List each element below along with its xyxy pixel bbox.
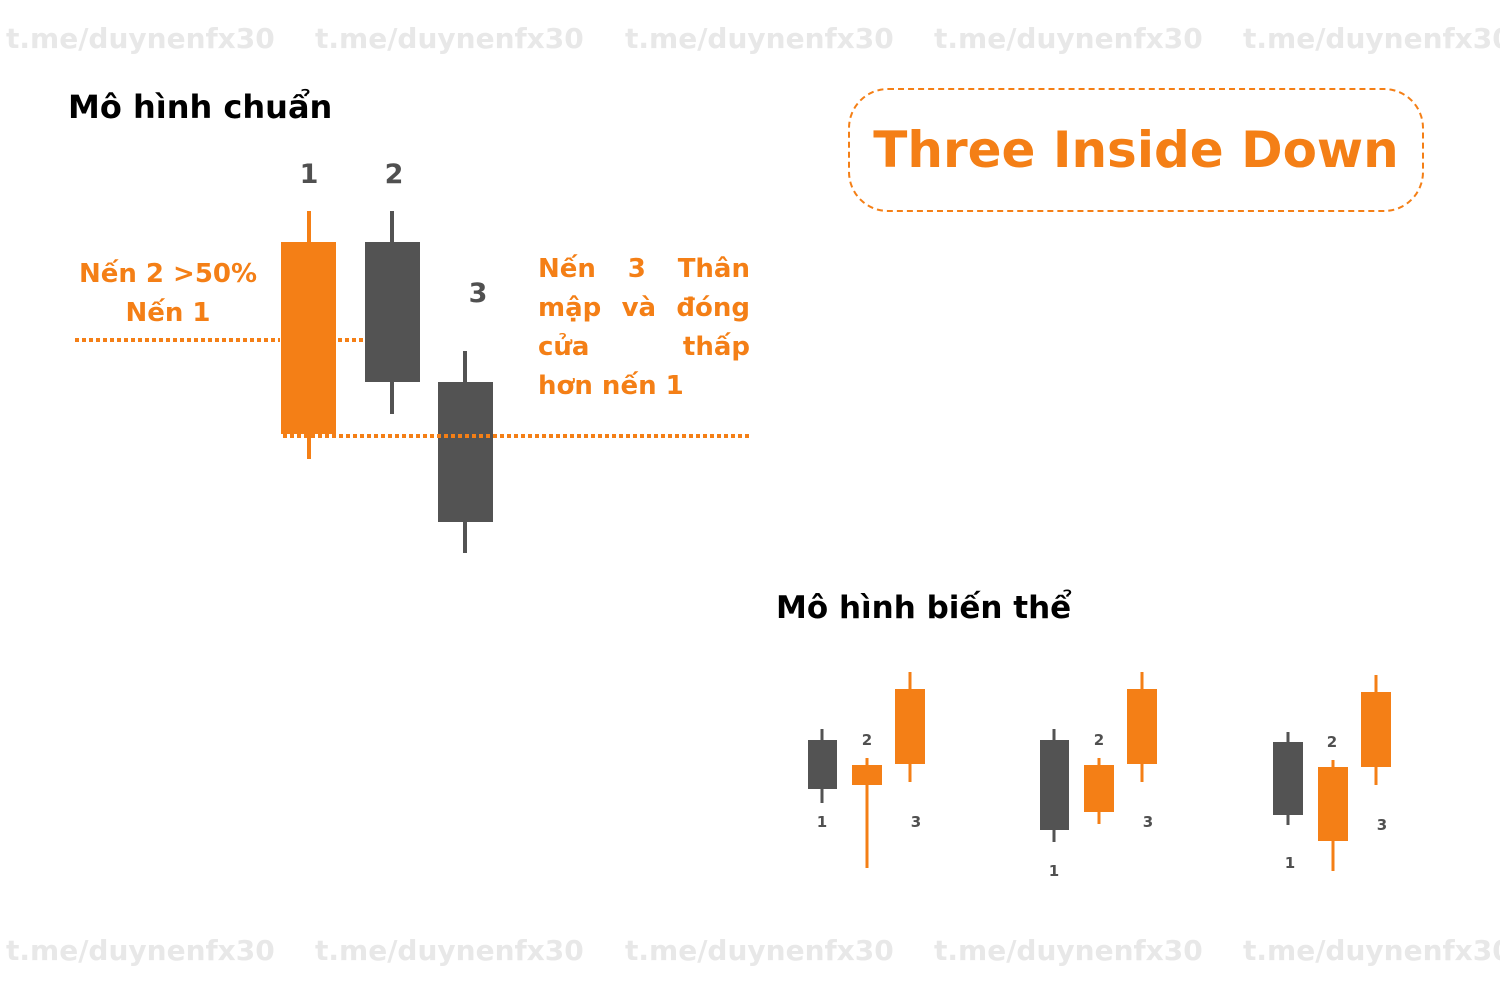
watermark: t.me/duynenfx30 <box>1243 22 1500 55</box>
candle-label: 3 <box>1377 816 1387 834</box>
variants-heading: Mô hình biến thể <box>776 590 1072 626</box>
candle-label: 1 <box>300 159 319 190</box>
candle-label: 1 <box>817 813 827 831</box>
candle-label: 1 <box>1285 854 1295 872</box>
candle-body <box>1084 765 1114 812</box>
candle-label: 1 <box>1049 862 1059 880</box>
standard-heading: Mô hình chuẩn <box>68 88 332 126</box>
candle-body <box>1361 692 1391 767</box>
candle-label: 2 <box>385 159 404 190</box>
watermark: t.me/duynenfx30 <box>934 22 1203 55</box>
note-line: cửa thấp <box>538 332 750 362</box>
candle-1-body <box>281 242 336 434</box>
note-line: hơn nến 1 <box>538 371 684 401</box>
watermark: t.me/duynenfx30 <box>6 934 275 967</box>
variant-3: 1 2 3 <box>1273 675 1391 872</box>
candle-body <box>852 765 882 785</box>
watermark: t.me/duynenfx30 <box>6 22 275 55</box>
watermark: t.me/duynenfx30 <box>934 934 1203 967</box>
variant-2: 1 2 3 <box>1040 672 1157 880</box>
candle-body <box>1273 742 1303 815</box>
right-note: Nến 3 Thân mập và đóng cửa thấp hơn nến … <box>538 250 750 406</box>
candle-body <box>808 740 837 789</box>
watermark: t.me/duynenfx30 <box>1243 934 1500 967</box>
pattern-title-badge: Three Inside Down <box>848 88 1424 212</box>
candle-body <box>1040 740 1069 830</box>
watermark: t.me/duynenfx30 <box>625 934 894 967</box>
variant-1: 1 2 3 <box>808 672 925 868</box>
watermark: t.me/duynenfx30 <box>315 22 584 55</box>
note-line: mập và đóng <box>538 293 750 323</box>
candle-label: 3 <box>911 813 921 831</box>
candle-3-body <box>438 382 493 522</box>
candle-2-body <box>365 242 420 382</box>
left-note: Nến 1 <box>125 297 210 328</box>
candle-label: 2 <box>1327 733 1337 751</box>
candle-body <box>1127 689 1157 764</box>
watermarks: t.me/duynenfx30 t.me/duynenfx30 t.me/duy… <box>6 22 1500 967</box>
candle-label: 2 <box>862 731 872 749</box>
candle-label: 2 <box>1094 731 1104 749</box>
candle-label: 3 <box>469 278 488 309</box>
watermark: t.me/duynenfx30 <box>315 934 584 967</box>
candle-body <box>1318 767 1348 841</box>
watermark: t.me/duynenfx30 <box>625 22 894 55</box>
note-line: Nến 3 Thân <box>538 254 750 284</box>
left-note: Nến 2 >50% <box>79 258 257 289</box>
candle-body <box>895 689 925 764</box>
candle-label: 3 <box>1143 813 1153 831</box>
standard-candles <box>281 211 493 553</box>
